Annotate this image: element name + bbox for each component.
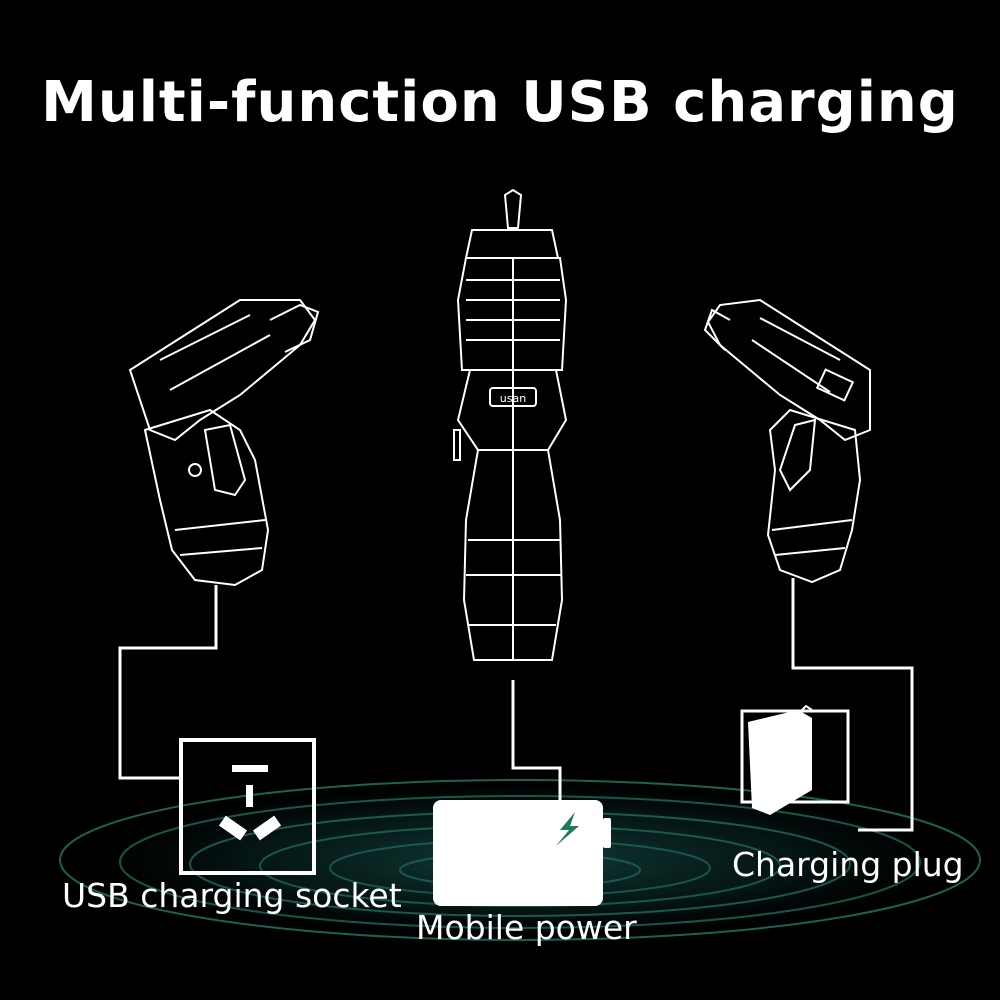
screwdriver-center <box>453 188 568 661</box>
page-title: Multi-function USB charging <box>41 70 959 135</box>
plug-label: Charging plug <box>732 845 964 884</box>
power-label: Mobile power <box>416 908 637 947</box>
socket-label: USB charging socket <box>62 876 402 915</box>
socket-connector <box>118 585 218 780</box>
screwdriver-right <box>703 298 871 584</box>
plug-icon <box>740 704 850 815</box>
socket-icon <box>179 738 316 875</box>
lightning-icon <box>556 812 579 846</box>
power-bank-icon <box>433 800 611 906</box>
power-connector <box>511 680 562 800</box>
product-brand-text: usan <box>500 392 526 405</box>
connector-lines <box>118 578 914 832</box>
plug-connector <box>791 578 914 832</box>
screwdriver-left <box>128 299 320 587</box>
